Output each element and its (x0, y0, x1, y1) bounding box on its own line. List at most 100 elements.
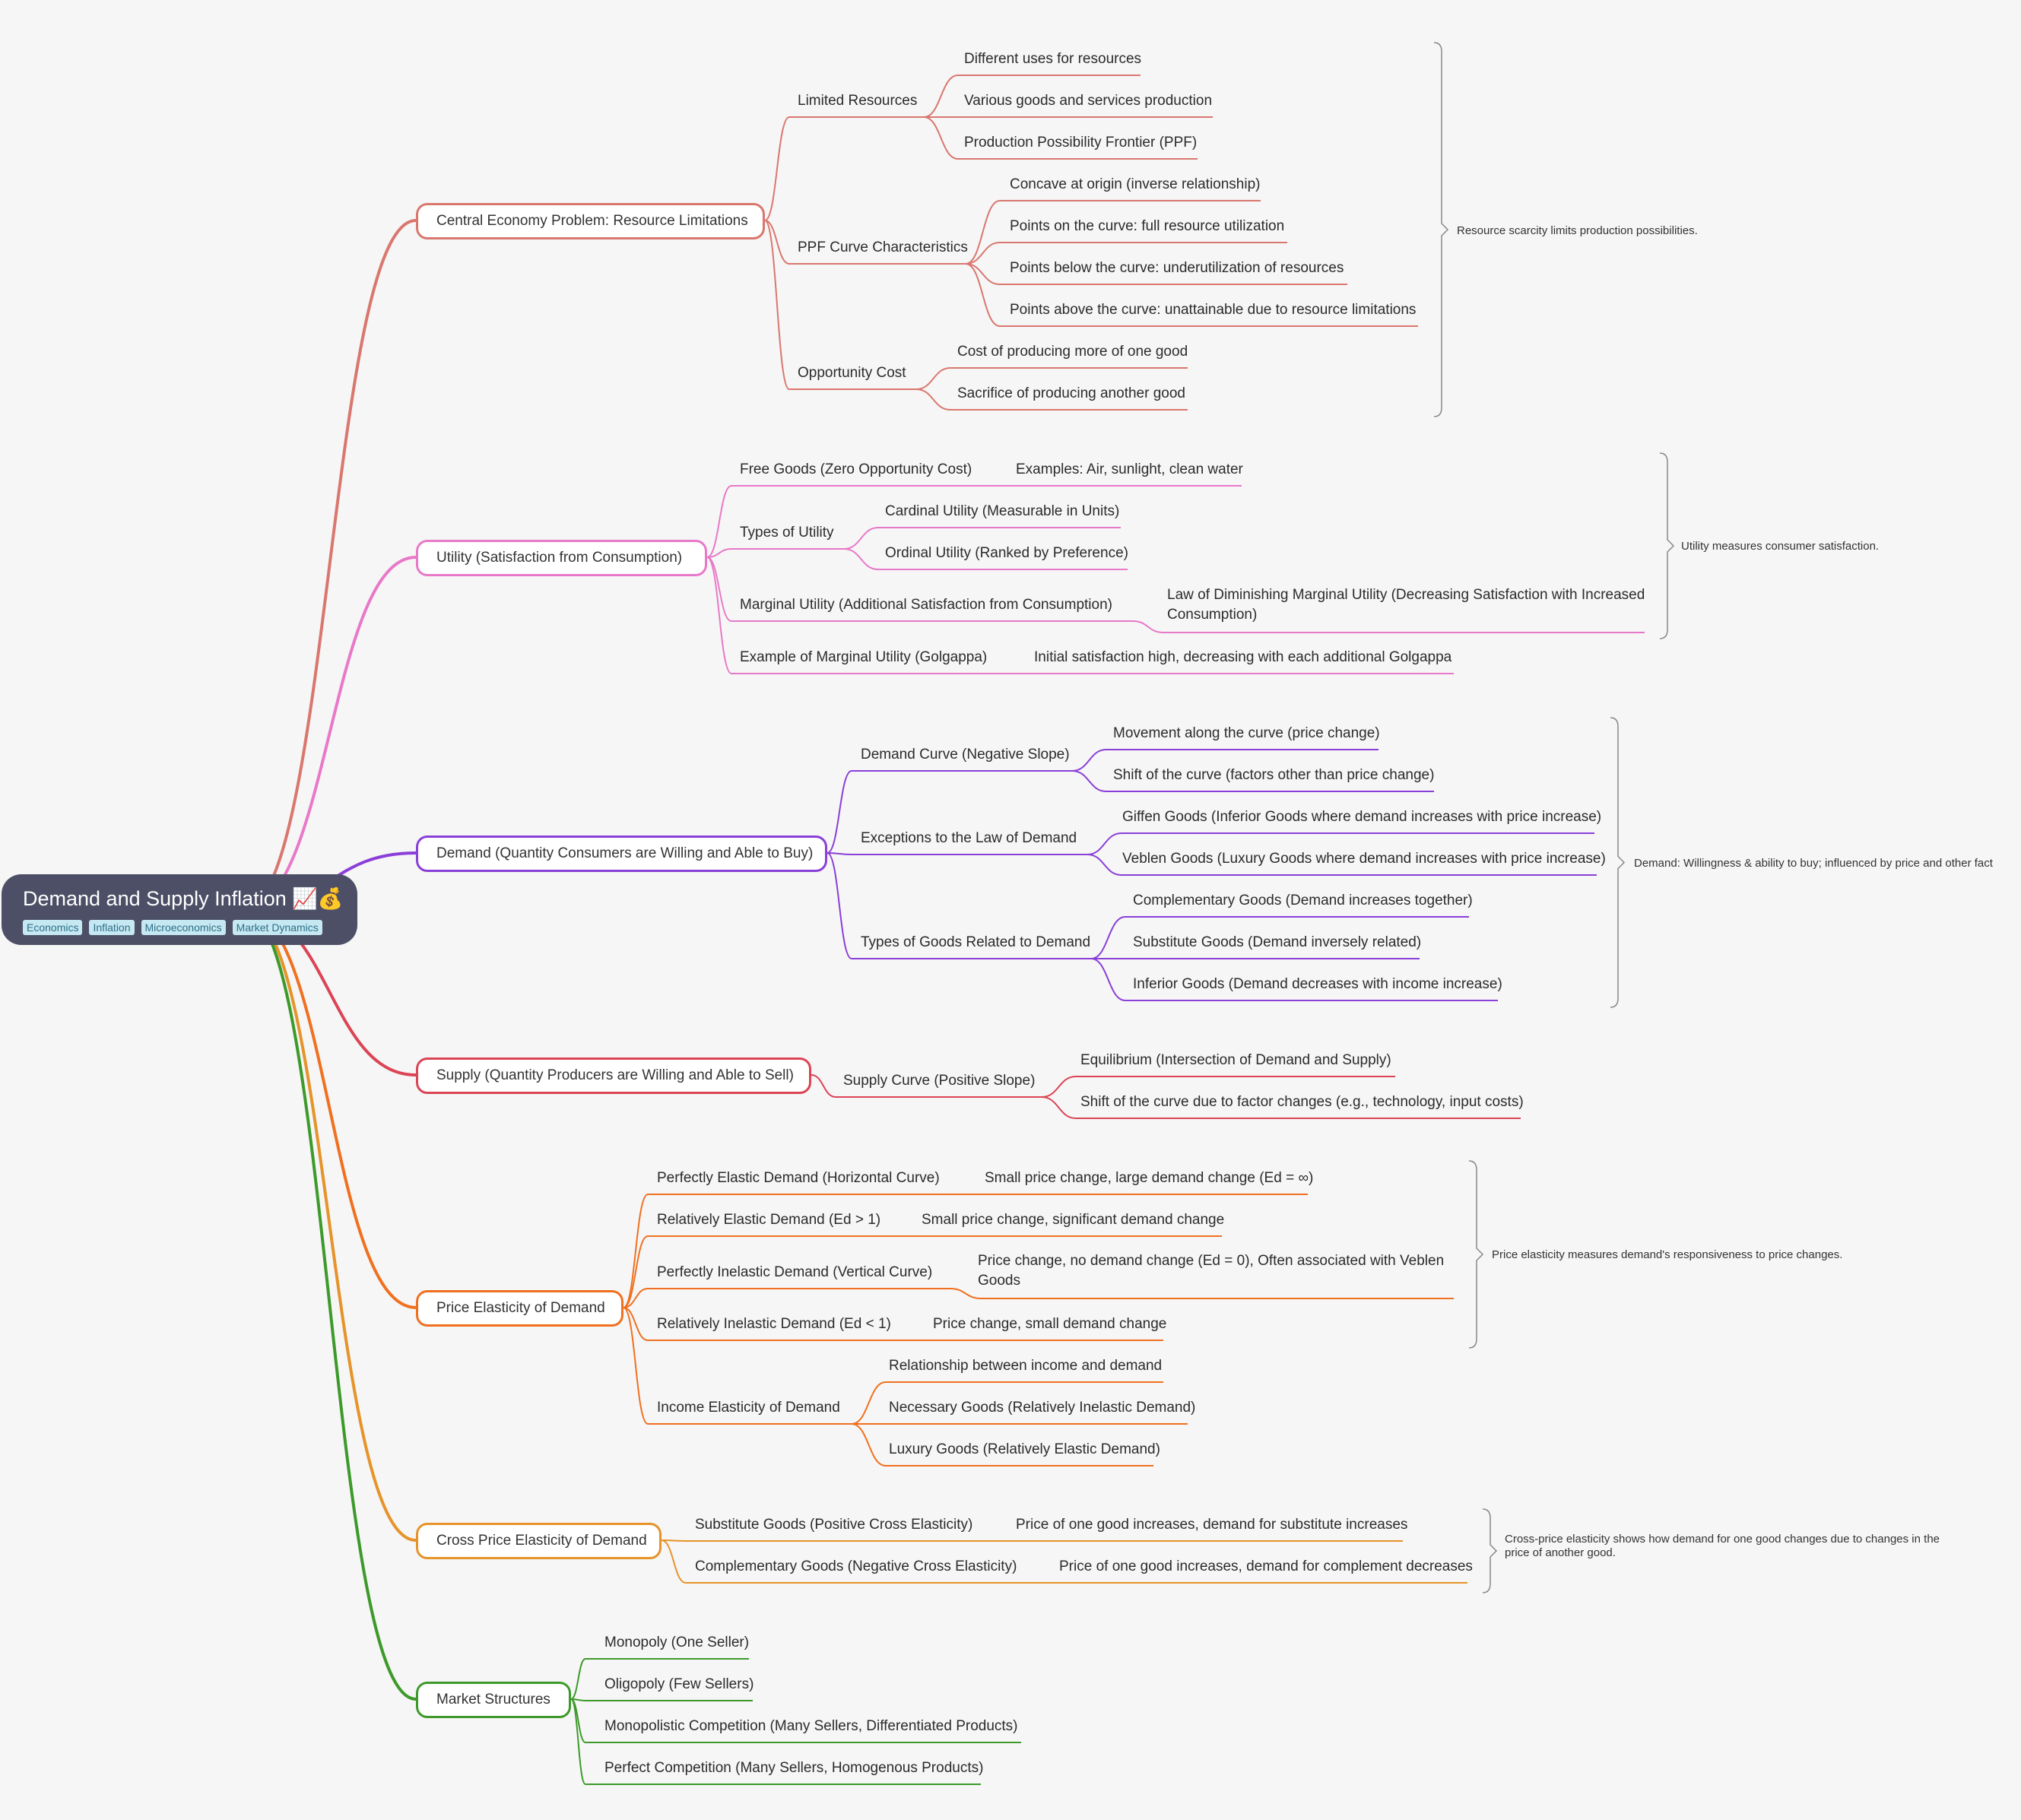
summary-cross-elasticity: Cross-price elasticity shows how demand … (1505, 1533, 1940, 1559)
leaf-connector-0-1-1 (965, 242, 1001, 265)
tag-market-dynamics[interactable]: Market Dynamics (232, 920, 322, 935)
summary-resource-scarcity: Resource scarcity limits production poss… (1457, 224, 1698, 237)
leaf-connector-2-0-0 (1071, 749, 1107, 772)
leaf-relatively-elastic[interactable]: Small price change, significant demand c… (922, 1212, 1225, 1228)
leaf-monopolistic-competition[interactable]: Monopolistic Competition (Many Sellers, … (604, 1718, 1018, 1734)
leaf-sacrifice[interactable]: Sacrifice of producing another good (957, 385, 1185, 401)
leaf-connector-1-1-1 (843, 548, 879, 570)
leaf-connector-2-2-2 (1090, 958, 1126, 1001)
leaf-connector-2-1-0 (1087, 832, 1122, 855)
leaf-perfectly-elastic[interactable]: Small price change, large demand change … (985, 1170, 1314, 1186)
root-connector-0 (243, 219, 417, 911)
leaf-free-goods-examples[interactable]: Examples: Air, sunlight, clean water (1016, 461, 1243, 477)
branch-market-structures[interactable]: Market Structures (416, 1682, 571, 1718)
node-complementary-cross[interactable]: Complementary Goods (Negative Cross Elas… (695, 1558, 1017, 1574)
node-perfectly-elastic[interactable]: Perfectly Elastic Demand (Horizontal Cur… (657, 1170, 940, 1186)
leaf-various-goods[interactable]: Various goods and services production (964, 93, 1213, 109)
node-marginal-utility[interactable]: Marginal Utility (Additional Satisfactio… (740, 597, 1112, 613)
leaf-points-below[interactable]: Points below the curve: underutilization… (1010, 260, 1344, 276)
leaf-perfectly-inelastic[interactable]: Price change, no demand change (Ed = 0),… (978, 1253, 1445, 1289)
node-types-of-goods[interactable]: Types of Goods Related to Demand (861, 934, 1091, 950)
connector-1-0 (706, 485, 732, 558)
connector-4-4 (623, 1307, 649, 1425)
leaf-complementary-goods[interactable]: Complementary Goods (Demand increases to… (1133, 893, 1473, 908)
leaf-connector-3-0-1 (1041, 1096, 1077, 1119)
tag-microeconomics[interactable]: Microeconomics (141, 920, 226, 935)
leaf-concave[interactable]: Concave at origin (inverse relationship) (1010, 176, 1261, 192)
leaf-points-above[interactable]: Points above the curve: unattainable due… (1010, 302, 1417, 318)
node-perfectly-inelastic[interactable]: Perfectly Inelastic Demand (Vertical Cur… (657, 1264, 933, 1280)
connector-4-3 (623, 1307, 649, 1341)
root-title: Demand and Supply Inflation 📈💰 (23, 887, 344, 910)
node-limited-resources[interactable]: Limited Resources (798, 93, 918, 109)
root-connector-4 (243, 908, 417, 1309)
leaf-monopoly[interactable]: Monopoly (One Seller) (604, 1635, 750, 1650)
leaf-cost-producing[interactable]: Cost of producing more of one good (957, 344, 1188, 360)
leaf-inferior-goods[interactable]: Inferior Goods (Demand decreases with in… (1133, 976, 1502, 992)
leaf-connector-4-4-0 (851, 1381, 887, 1425)
leaf-connector-0-0-0 (923, 75, 959, 118)
leaf-luxury-goods[interactable]: Luxury Goods (Relatively Elastic Demand) (889, 1441, 1160, 1457)
leaf-connector-4-2 (950, 1288, 982, 1299)
node-relatively-elastic[interactable]: Relatively Elastic Demand (Ed > 1) (657, 1212, 881, 1228)
branch-central-economy-problem[interactable]: Central Economy Problem: Resource Limita… (416, 203, 765, 239)
node-types-of-utility[interactable]: Types of Utility (740, 525, 834, 541)
leaf-relatively-inelastic[interactable]: Price change, small demand change (933, 1316, 1167, 1332)
branch-utility[interactable]: Utility (Satisfaction from Consumption) (416, 540, 707, 576)
leaf-substitute-cross[interactable]: Price of one good increases, demand for … (1016, 1517, 1408, 1533)
leaf-complementary-cross[interactable]: Price of one good increases, demand for … (1059, 1558, 1473, 1574)
brace-utility (1659, 452, 1675, 639)
leaf-diminishing-utility[interactable]: Law of Diminishing Marginal Utility (Dec… (1167, 587, 1645, 623)
leaf-cardinal-utility[interactable]: Cardinal Utility (Measurable in Units) (885, 503, 1120, 519)
node-opportunity-cost[interactable]: Opportunity Cost (798, 365, 906, 381)
leaf-different-uses[interactable]: Different uses for resources (964, 51, 1142, 67)
leaf-oligopoly[interactable]: Oligopoly (Few Sellers) (604, 1676, 754, 1692)
node-golgappa-example[interactable]: Example of Marginal Utility (Golgappa) (740, 649, 988, 665)
leaf-income-demand[interactable]: Relationship between income and demand (889, 1358, 1163, 1374)
leaf-points-on[interactable]: Points on the curve: full resource utili… (1010, 218, 1285, 234)
branch-supply[interactable]: Supply (Quantity Producers are Willing a… (416, 1057, 811, 1094)
root-node[interactable]: Demand and Supply Inflation 📈💰 Economics… (2, 874, 357, 945)
brace-price-elasticity (1468, 1160, 1484, 1349)
leaf-golgappa-satisfaction[interactable]: Initial satisfaction high, decreasing wi… (1034, 649, 1452, 665)
branch-cross-price-elasticity[interactable]: Cross Price Elasticity of Demand (416, 1523, 662, 1559)
leaf-substitute-goods[interactable]: Substitute Goods (Demand inversely relat… (1133, 934, 1422, 950)
leaf-shift-curve[interactable]: Shift of the curve (factors other than p… (1113, 767, 1435, 783)
market-connector-0 (570, 1658, 586, 1700)
leaf-connector-2-2-0 (1090, 916, 1126, 959)
node-exceptions[interactable]: Exceptions to the Law of Demand (861, 830, 1077, 846)
branch-price-elasticity[interactable]: Price Elasticity of Demand (416, 1290, 623, 1327)
root-connector-5 (243, 908, 417, 1542)
connector-0-2 (764, 220, 790, 390)
leaf-ppf[interactable]: Production Possibility Frontier (PPF) (964, 135, 1198, 151)
node-supply-curve[interactable]: Supply Curve (Positive Slope) (843, 1073, 1036, 1089)
leaf-connector-4-4-2 (851, 1423, 887, 1466)
node-substitute-cross[interactable]: Substitute Goods (Positive Cross Elastic… (695, 1517, 973, 1533)
leaf-movement-along[interactable]: Movement along the curve (price change) (1113, 725, 1380, 741)
connector-4-1 (623, 1235, 649, 1308)
node-free-goods[interactable]: Free Goods (Zero Opportunity Cost) (740, 461, 972, 477)
node-ppf-curve[interactable]: PPF Curve Characteristics (798, 239, 968, 255)
tag-inflation[interactable]: Inflation (89, 920, 135, 935)
node-demand-curve[interactable]: Demand Curve (Negative Slope) (861, 747, 1070, 763)
tag-economics[interactable]: Economics (23, 920, 83, 935)
brace-cross-elasticity (1482, 1508, 1498, 1593)
leaf-perfect-competition[interactable]: Perfect Competition (Many Sellers, Homog… (604, 1760, 984, 1776)
leaf-ordinal-utility[interactable]: Ordinal Utility (Ranked by Preference) (885, 545, 1128, 561)
connector-1-1 (706, 548, 732, 558)
leaf-connector-1-1-0 (843, 527, 879, 550)
leaf-veblen-goods[interactable]: Veblen Goods (Luxury Goods where demand … (1122, 851, 1606, 867)
leaf-connector-3-0-0 (1041, 1076, 1077, 1098)
connector-0-1 (764, 220, 790, 265)
branch-demand[interactable]: Demand (Quantity Consumers are Willing a… (416, 835, 827, 872)
leaf-giffen-goods[interactable]: Giffen Goods (Inferior Goods where deman… (1122, 809, 1602, 825)
node-relatively-inelastic[interactable]: Relatively Inelastic Demand (Ed < 1) (657, 1316, 891, 1332)
leaf-necessary-goods[interactable]: Necessary Goods (Relatively Inelastic De… (889, 1400, 1196, 1416)
leaf-connector-0-1-3 (965, 263, 1001, 327)
node-income-elasticity[interactable]: Income Elasticity of Demand (657, 1400, 840, 1416)
leaf-equilibrium[interactable]: Equilibrium (Intersection of Demand and … (1080, 1052, 1391, 1068)
leaf-shift-factor-changes[interactable]: Shift of the curve due to factor changes… (1080, 1094, 1524, 1110)
connector-4-0 (623, 1194, 649, 1308)
